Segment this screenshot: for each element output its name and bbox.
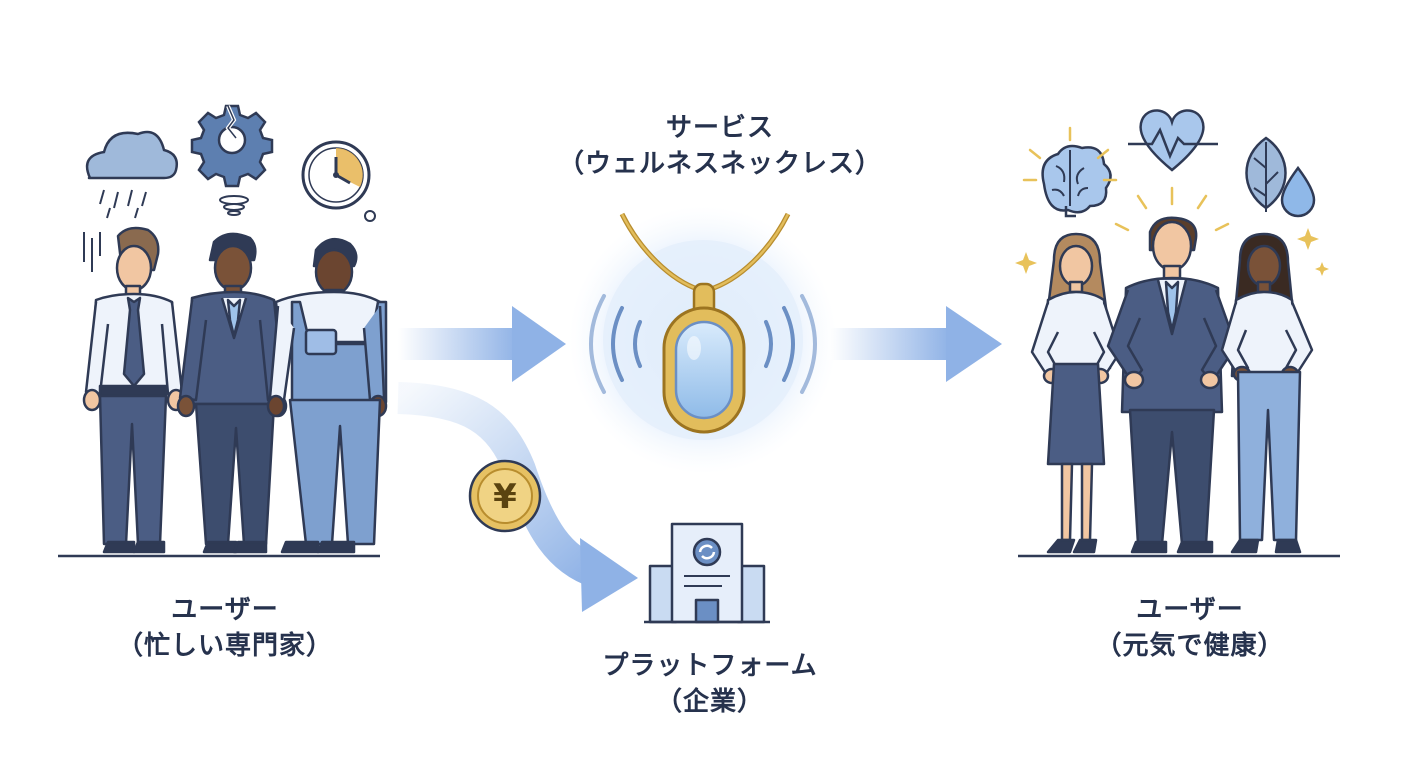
users-after-label: ユーザー （元気で健康）	[1010, 592, 1370, 664]
platform-label: プラットフォーム （企業）	[540, 648, 880, 720]
signal-waves	[589, 294, 817, 394]
users-before-subtitle: （忙しい専門家）	[116, 631, 333, 661]
healthy-person-1	[1030, 232, 1122, 554]
platform-subtitle: （企業）	[655, 687, 764, 717]
service-label: サービス （ウェルネスネックレス）	[470, 110, 970, 182]
thought-bubble	[364, 210, 376, 222]
service-subtitle: （ウェルネスネックレス）	[557, 149, 882, 179]
stress-lines-icon	[83, 232, 101, 272]
clock-icon	[301, 140, 371, 210]
leaf-icon	[1245, 136, 1287, 212]
users-after-subtitle: （元気で健康）	[1095, 631, 1285, 661]
sparkle-icon	[1015, 228, 1329, 276]
healthy-users-group	[1015, 109, 1340, 558]
service-title: サービス	[665, 113, 774, 143]
users-after-title: ユーザー	[1136, 595, 1244, 625]
arrow-users-to-service	[398, 306, 566, 382]
stressed-users-group	[58, 104, 388, 558]
water-drop-icon	[1280, 165, 1316, 218]
coin-symbol: ¥	[493, 477, 517, 517]
users-before-label: ユーザー （忙しい専門家）	[60, 592, 390, 664]
brain-icon	[1041, 144, 1112, 218]
platform-title: プラットフォーム	[602, 651, 818, 681]
rain-cloud-icon	[85, 130, 178, 219]
stressed-person-3	[266, 237, 388, 554]
heartbeat-icon	[1128, 109, 1218, 172]
healthy-person-2	[1106, 216, 1238, 554]
brain-rays	[1022, 126, 1118, 182]
company-building-icon	[644, 522, 770, 624]
healthy-person-3	[1220, 232, 1314, 554]
broken-gear-icon	[190, 104, 274, 188]
arrow-service-to-users	[830, 306, 1002, 382]
center-rays	[1114, 186, 1230, 232]
yen-coin-icon: ¥	[468, 459, 542, 533]
stress-swirl-icon	[219, 195, 249, 216]
necklace-icon	[569, 206, 837, 474]
stressed-person-1	[82, 226, 186, 554]
users-before-title: ユーザー	[171, 595, 279, 625]
